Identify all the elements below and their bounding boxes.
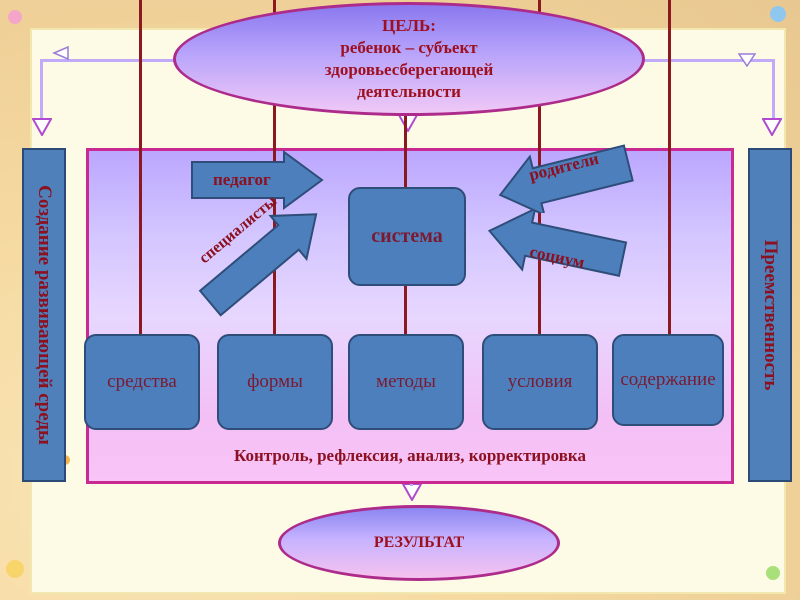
result-ellipse: РЕЗУЛЬТАТ xyxy=(278,505,560,581)
component-label: формы xyxy=(247,371,303,392)
arrowhead-left-top xyxy=(52,46,69,60)
teacher-arrow xyxy=(191,150,324,210)
specialists-arrow xyxy=(198,213,318,317)
system-box: система xyxy=(348,187,466,286)
decor-dot xyxy=(6,560,24,578)
component-label: средства xyxy=(107,371,177,392)
link-line-means xyxy=(139,0,142,336)
left-side-label: Создание развивающей среды xyxy=(34,185,55,445)
arrowhead-right-down xyxy=(762,118,782,136)
system-label: система xyxy=(371,225,443,247)
arrowhead-right-top xyxy=(738,53,756,67)
goal-line-2: ребенок – субъект xyxy=(340,38,478,57)
arrowhead-goal-down xyxy=(398,114,418,132)
arrowhead-left-down xyxy=(32,118,52,136)
connector-left-horizontal xyxy=(40,59,175,62)
goal-line-3: здоровьесберегающей xyxy=(324,60,494,79)
control-caption: Контроль, рефлексия, анализ, корректиров… xyxy=(234,446,586,465)
connector-left-vertical xyxy=(40,59,43,125)
component-methods: методы xyxy=(348,334,464,430)
teacher-label: педагог xyxy=(213,170,271,189)
decor-dot xyxy=(770,6,786,22)
component-label: содержание xyxy=(620,369,716,390)
decor-dot xyxy=(766,566,780,580)
component-conditions: условия xyxy=(482,334,598,430)
connector-right-horizontal xyxy=(640,59,775,62)
parents-arrow xyxy=(498,144,634,213)
component-content: содержание xyxy=(612,334,724,426)
result-label: РЕЗУЛЬТАТ xyxy=(373,534,465,551)
left-side-panel: Создание развивающей среды xyxy=(22,148,66,482)
goal-ellipse: ЦЕЛЬ: ребенок – субъект здоровьесберегаю… xyxy=(173,2,645,116)
component-label: методы xyxy=(376,371,436,392)
component-label: условия xyxy=(507,371,573,392)
right-side-label: Преемственность xyxy=(760,239,781,391)
link-line-content xyxy=(668,0,671,336)
goal-title: ЦЕЛЬ: xyxy=(382,16,436,35)
component-forms: формы xyxy=(217,334,333,430)
connector-right-vertical xyxy=(772,59,775,125)
right-side-panel: Преемственность xyxy=(748,148,792,482)
component-means: средства xyxy=(84,334,200,430)
goal-line-4: деятельности xyxy=(357,82,461,101)
decor-dot xyxy=(8,10,22,24)
society-arrow xyxy=(487,210,628,277)
